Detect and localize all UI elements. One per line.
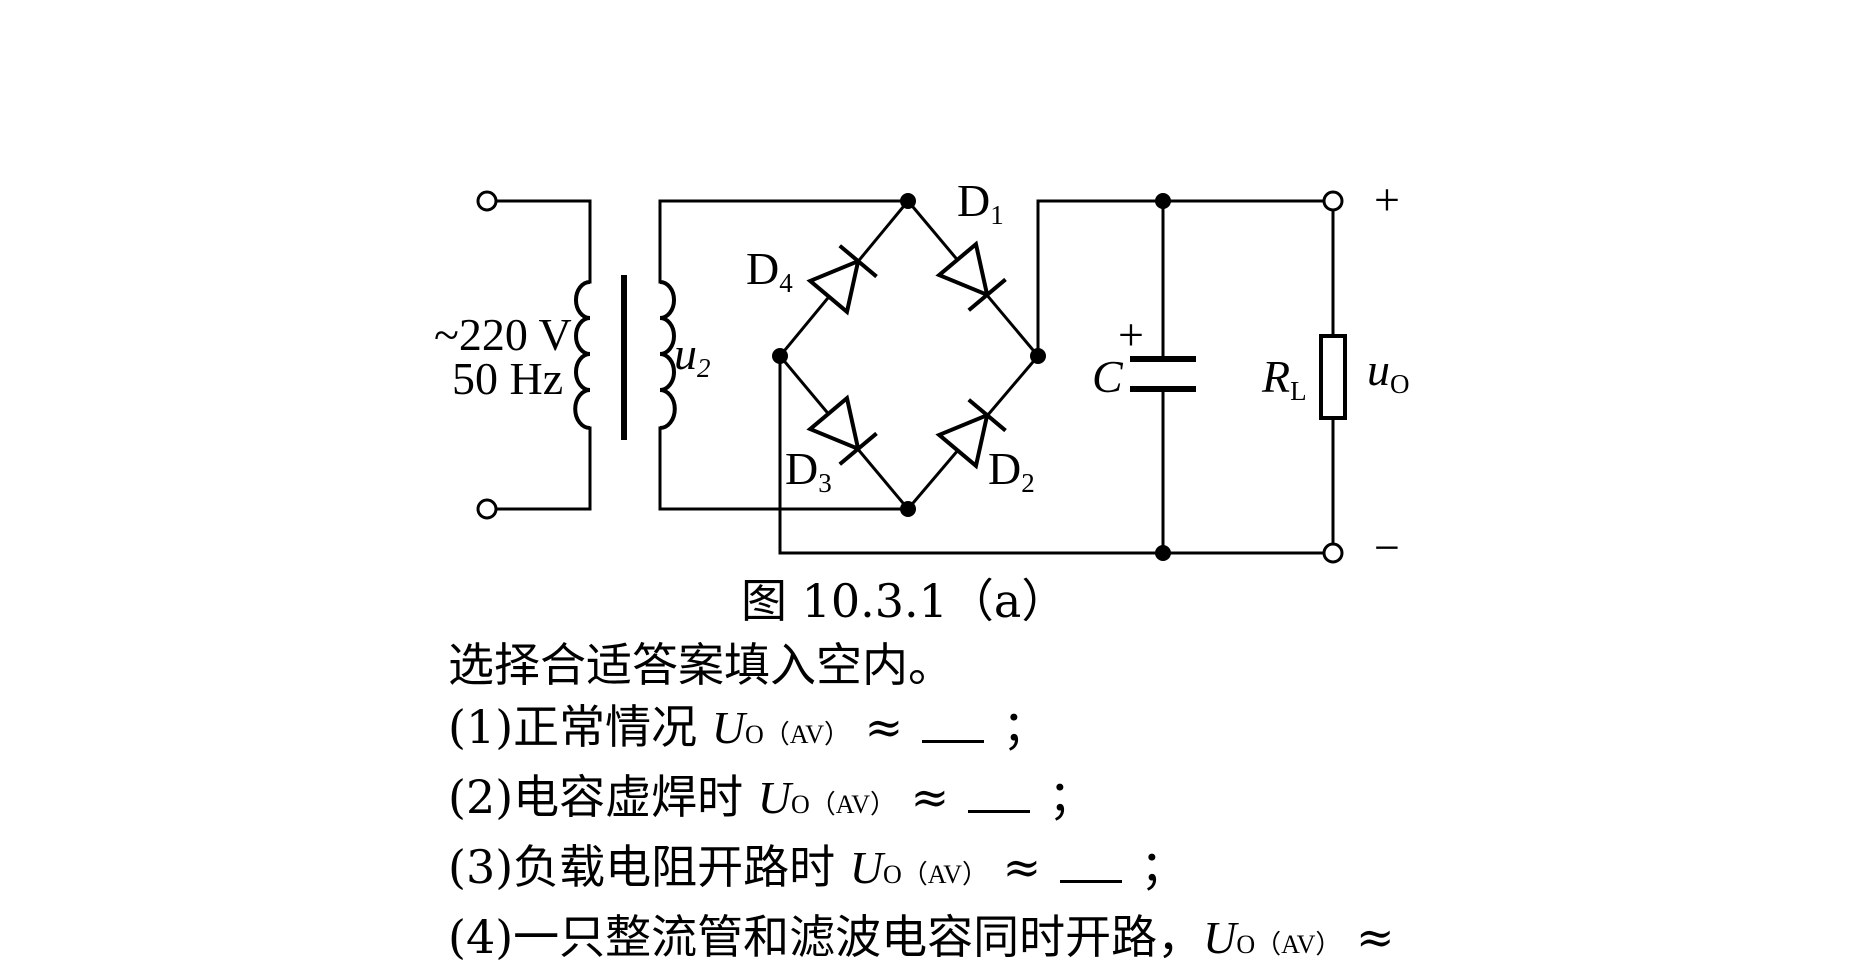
item-4-var: U: [1203, 912, 1237, 963]
item-3-prefix: (3)负载电阻开路时: [448, 840, 850, 894]
capacitor-polarity-label: +: [1118, 309, 1144, 360]
item-1-answer-blank[interactable]: [921, 704, 984, 743]
question-item-2: (2)电容虚焊时 UO（AV） ≈ ；: [448, 766, 1395, 836]
primary-wire-bottom: [494, 426, 592, 511]
output-terminal-negative: [1322, 542, 1344, 564]
question-text: 选择合适答案填入空内。 (1)正常情况 UO（AV） ≈ ； (2)电容虚焊时 …: [448, 574, 1395, 976]
source-frequency-label: 50 Hz: [452, 353, 563, 404]
primary-wire-top: [494, 199, 592, 284]
question-item-1: (1)正常情况 UO（AV） ≈ ；: [448, 696, 1395, 766]
item-4-sub: O（AV）: [1236, 930, 1342, 959]
diode-d3: [806, 394, 878, 466]
item-3-suffix: ；: [1125, 840, 1187, 894]
input-terminal-bottom: [476, 498, 498, 520]
output-minus-label: −: [1374, 522, 1400, 573]
output-terminal-positive: [1322, 190, 1344, 212]
output-wire-positive: [1036, 199, 1327, 358]
secondary-wire-top: [658, 199, 910, 284]
item-1-var: U: [711, 702, 746, 753]
node-cap-bottom: [1155, 545, 1171, 561]
item-2-var: U: [757, 772, 792, 823]
node-bridge-top: [900, 193, 916, 209]
item-1-suffix: ；: [987, 700, 1049, 754]
node-bridge-bottom: [900, 501, 916, 517]
item-4-prefix: (4)一只整流管和滤波电容同时开路，: [448, 910, 1204, 964]
question-intro: 选择合适答案填入空内。: [448, 638, 954, 692]
capacitor-label: C: [1092, 351, 1124, 402]
output-wire-negative: [778, 354, 1327, 555]
output-voltage-label: uO: [1367, 344, 1410, 399]
rectifier-circuit-diagram: ~220 V 50 Hz u2 D1 D4 D3 D2 C + RL uO + …: [434, 174, 1410, 573]
item-3-approx: ≈: [1002, 840, 1042, 894]
item-2-prefix: (2)电容虚焊时: [448, 770, 758, 824]
figure-caption: 图 10.3.1（a）: [741, 574, 1068, 628]
question-item-4: (4)一只整流管和滤波电容同时开路，UO（AV） ≈: [448, 906, 1395, 976]
output-plus-label: +: [1374, 174, 1400, 225]
diode-d4: [806, 244, 878, 316]
question-item-3: (3)负载电阻开路时 UO（AV） ≈ ；: [448, 836, 1395, 906]
primary-coil: [573, 280, 591, 430]
item-2-answer-blank[interactable]: [967, 774, 1030, 813]
load-resistor-label: RL: [1261, 351, 1307, 406]
item-3-sub: O（AV）: [883, 860, 988, 889]
diode-d3-label: D3: [785, 443, 832, 498]
item-2-sub: O（AV）: [791, 790, 896, 819]
item-2-suffix: ；: [1033, 770, 1095, 824]
secondary-coil: [659, 280, 677, 430]
secondary-voltage-label: u2: [674, 328, 711, 383]
source-voltage-label: ~220 V: [434, 309, 572, 360]
item-1-sub: O（AV）: [745, 720, 850, 749]
diode-d2: [935, 398, 1007, 470]
item-2-approx: ≈: [910, 770, 950, 824]
diode-d1-label: D1: [957, 175, 1004, 230]
node-cap-top: [1155, 193, 1171, 209]
secondary-wire-bottom: [658, 426, 910, 511]
diode-d4-label: D4: [746, 243, 793, 298]
item-1-approx: ≈: [864, 700, 904, 754]
input-terminal-top: [476, 190, 498, 212]
diode-d1: [935, 240, 1007, 312]
load-resistor: [1319, 334, 1347, 420]
item-3-var: U: [849, 842, 884, 893]
item-1-prefix: (1)正常情况: [448, 700, 712, 754]
diode-d2-label: D2: [988, 443, 1035, 498]
item-3-answer-blank[interactable]: [1059, 844, 1122, 883]
item-4-approx: ≈: [1356, 910, 1395, 964]
